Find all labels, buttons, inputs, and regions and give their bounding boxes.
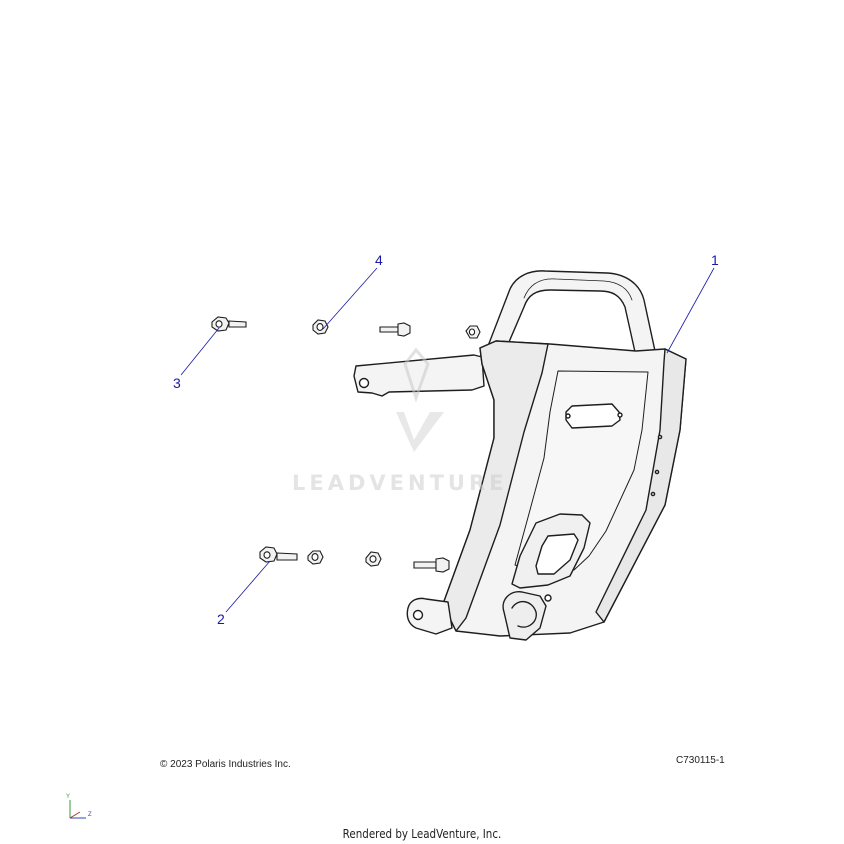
rendered-by-text: Rendered by LeadVenture, Inc. (342, 827, 502, 841)
flange-hole-1 (657, 434, 663, 440)
bolt-lower-right (413, 557, 450, 573)
top-handle-tube (487, 270, 656, 353)
callout-1[interactable]: 1 (711, 252, 719, 268)
nut-upper-right (465, 325, 481, 339)
leader-line-3 (180, 327, 220, 376)
lower-lug-hole (412, 609, 424, 621)
tow-hook-ring (511, 601, 537, 628)
flange-hole-3 (650, 491, 656, 497)
axis-y-label: Y (66, 794, 71, 800)
bolt-upper-right (379, 322, 411, 337)
top-handle-highlight (523, 278, 633, 301)
part-4-nut-upper[interactable] (312, 319, 329, 335)
washer-lower-left (307, 550, 324, 565)
lower-mounting-lug (406, 597, 453, 635)
opening-bolt-right (617, 412, 623, 418)
nut-lower-middle (365, 551, 382, 567)
callout-leaders (180, 267, 715, 613)
leader-line-4 (322, 267, 378, 330)
upper-arm-hole (358, 377, 370, 389)
leadventure-logo-icon (396, 347, 444, 452)
part-1-bumper-assembly[interactable] (353, 270, 687, 641)
tow-hook-pin (544, 594, 552, 602)
hitch-window (535, 533, 579, 575)
flange-hole-2 (654, 469, 660, 475)
callout-2[interactable]: 2 (217, 611, 225, 627)
callout-3[interactable]: 3 (173, 375, 181, 391)
upper-mounting-arm (353, 354, 485, 397)
left-side-flange (442, 340, 549, 632)
opening-bolt-left (565, 413, 571, 419)
tow-hook (502, 591, 547, 641)
axis-triad-icon (69, 800, 86, 819)
plate-rect-opening (565, 403, 621, 429)
axis-z-label: Z (88, 812, 92, 818)
right-side-flange (595, 348, 687, 623)
copyright-text: © 2023 Polaris Industries Inc. (160, 759, 291, 770)
part-3-bolt-upper[interactable] (211, 316, 247, 332)
drawing-number: C730115-1 (676, 755, 725, 766)
leader-line-1 (666, 267, 715, 354)
leader-line-2 (225, 560, 271, 613)
callout-4[interactable]: 4 (375, 252, 383, 268)
part-2-bolt-lower[interactable] (259, 546, 298, 563)
